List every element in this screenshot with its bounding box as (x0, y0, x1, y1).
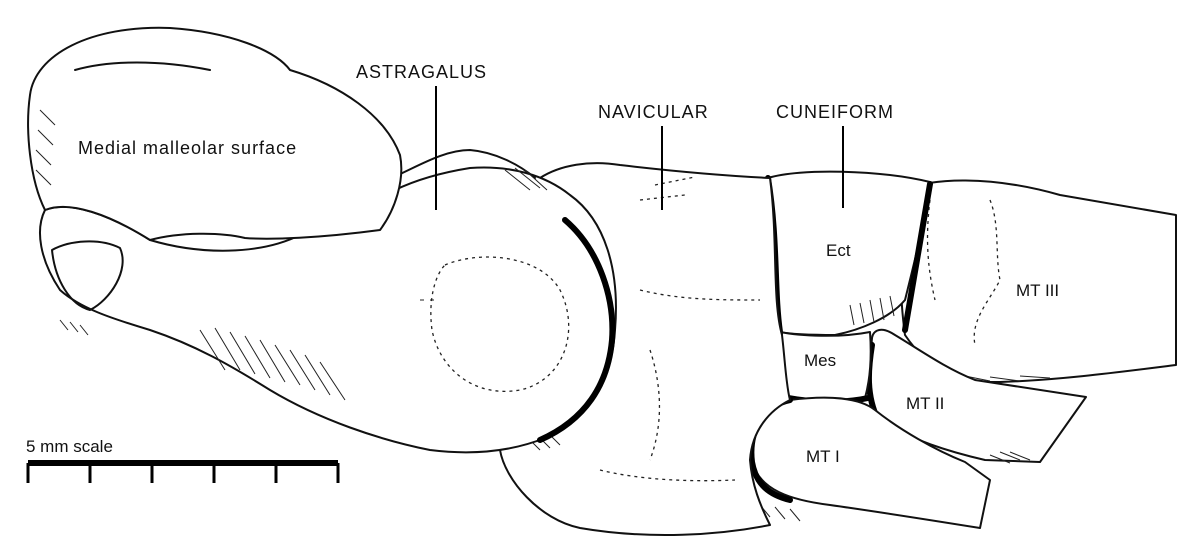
astragalus-label: ASTRAGALUS (356, 62, 487, 82)
cuneiform-label: CUNEIFORM (776, 102, 894, 122)
mt-iii-label: MT III (1016, 281, 1059, 300)
ect-label: Ect (826, 241, 851, 260)
medial-malleolar-surface-label: Medial malleolar surface (78, 138, 297, 158)
scale-bar-ruler (28, 463, 338, 483)
mt-i-label: MT I (806, 447, 840, 466)
mt-ii-label: MT II (906, 394, 944, 413)
mes-label: Mes (804, 351, 836, 370)
scale-bar: 5 mm scale (26, 437, 338, 483)
scale-bar-label: 5 mm scale (26, 437, 113, 456)
navicular-label: NAVICULAR (598, 102, 709, 122)
